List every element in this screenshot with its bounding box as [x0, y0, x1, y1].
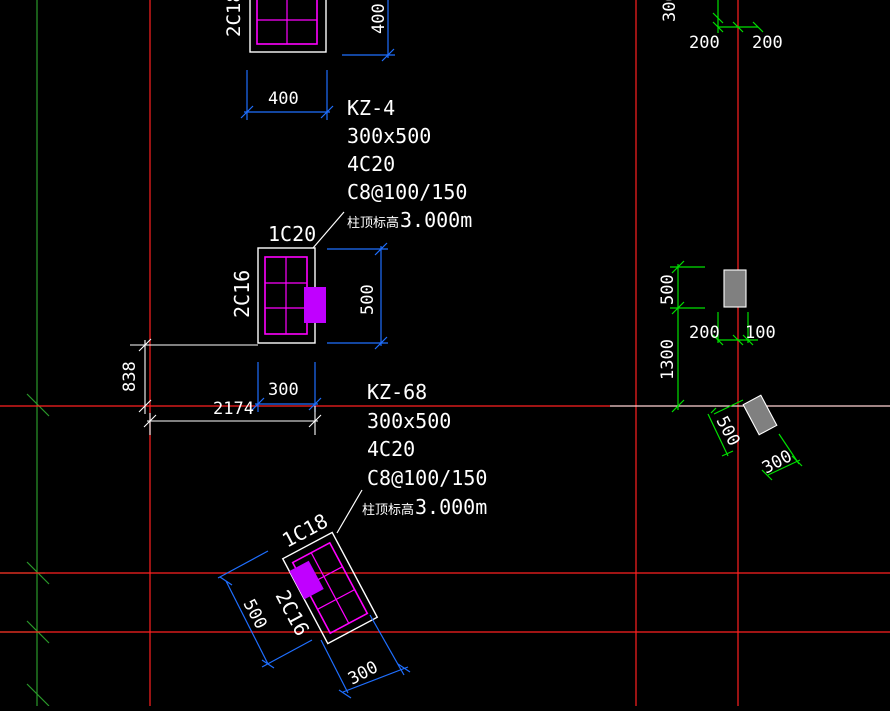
- right-top-right-dim: 200: [752, 33, 783, 53]
- right-top-vertical-dim: 300: [660, 0, 680, 22]
- kz4-main-rebar: 4C20: [347, 152, 395, 176]
- right-rot-500-dim: 500: [712, 413, 744, 450]
- offset-horizontal-dim: 2174: [213, 399, 254, 419]
- green-axis-lines: [0, 0, 50, 707]
- kz4-name: KZ-4: [347, 96, 395, 120]
- kz68-highlight: [289, 560, 324, 600]
- kz4-corner-rebar: 1C20: [268, 222, 316, 246]
- kz4-elevation-value: 3.000m: [400, 208, 472, 232]
- kz4-stirrup: C8@100/150: [347, 180, 467, 204]
- kz4-width-dim: 300: [268, 380, 299, 400]
- kz68-stirrup: C8@100/150: [367, 466, 487, 490]
- right-top-left-dim: 200: [689, 33, 720, 53]
- right-mid-100-dim: 100: [745, 323, 776, 343]
- kz4-column[interactable]: [257, 247, 326, 344]
- kz68-annotation[interactable]: KZ-68 300x500 4C20 C8@100/150 柱顶标高 3.000…: [336, 380, 487, 534]
- right-mid-200-dim: 200: [689, 323, 720, 343]
- top-column[interactable]: 2C18: [223, 0, 327, 53]
- kz68-elevation-value: 3.000m: [415, 495, 487, 519]
- kz68-width-dim: 300: [345, 657, 382, 689]
- kz68-dims: [217, 550, 411, 699]
- kz68-main-rebar: 4C20: [367, 437, 415, 461]
- kz68-height-dim: 500: [239, 596, 271, 633]
- kz68-name: KZ-68: [367, 380, 427, 404]
- right-rotated-column[interactable]: [742, 394, 778, 436]
- kz4-dims: [251, 242, 388, 412]
- white-reference-lines: [130, 344, 890, 407]
- offset-dims: [138, 338, 322, 435]
- right-small-column[interactable]: [723, 269, 747, 308]
- top-column-dims: [240, 0, 395, 120]
- kz4-height-dim: 500: [358, 284, 378, 315]
- kz68-size: 300x500: [367, 409, 451, 433]
- kz4-side-rebar: 2C16: [230, 270, 254, 318]
- kz68-column[interactable]: [281, 531, 379, 645]
- right-mid-500-dim: 500: [658, 274, 678, 305]
- kz4-elevation-prefix: 柱顶标高: [347, 215, 399, 231]
- top-column-rebar-label: 2C18: [223, 0, 245, 37]
- kz4-highlight: [304, 287, 326, 323]
- kz4-size: 300x500: [347, 124, 431, 148]
- kz68-elevation-prefix: 柱顶标高: [362, 502, 414, 518]
- top-column-width-dim: 400: [268, 89, 299, 109]
- top-column-height-dim: 400: [369, 3, 389, 34]
- right-green-dims: [670, 0, 803, 481]
- offset-vertical-dim: 838: [120, 361, 140, 392]
- kz4-annotation[interactable]: KZ-4 300x500 4C20 C8@100/150 柱顶标高 3.000m: [312, 96, 472, 249]
- right-1300-dim: 1300: [658, 339, 678, 380]
